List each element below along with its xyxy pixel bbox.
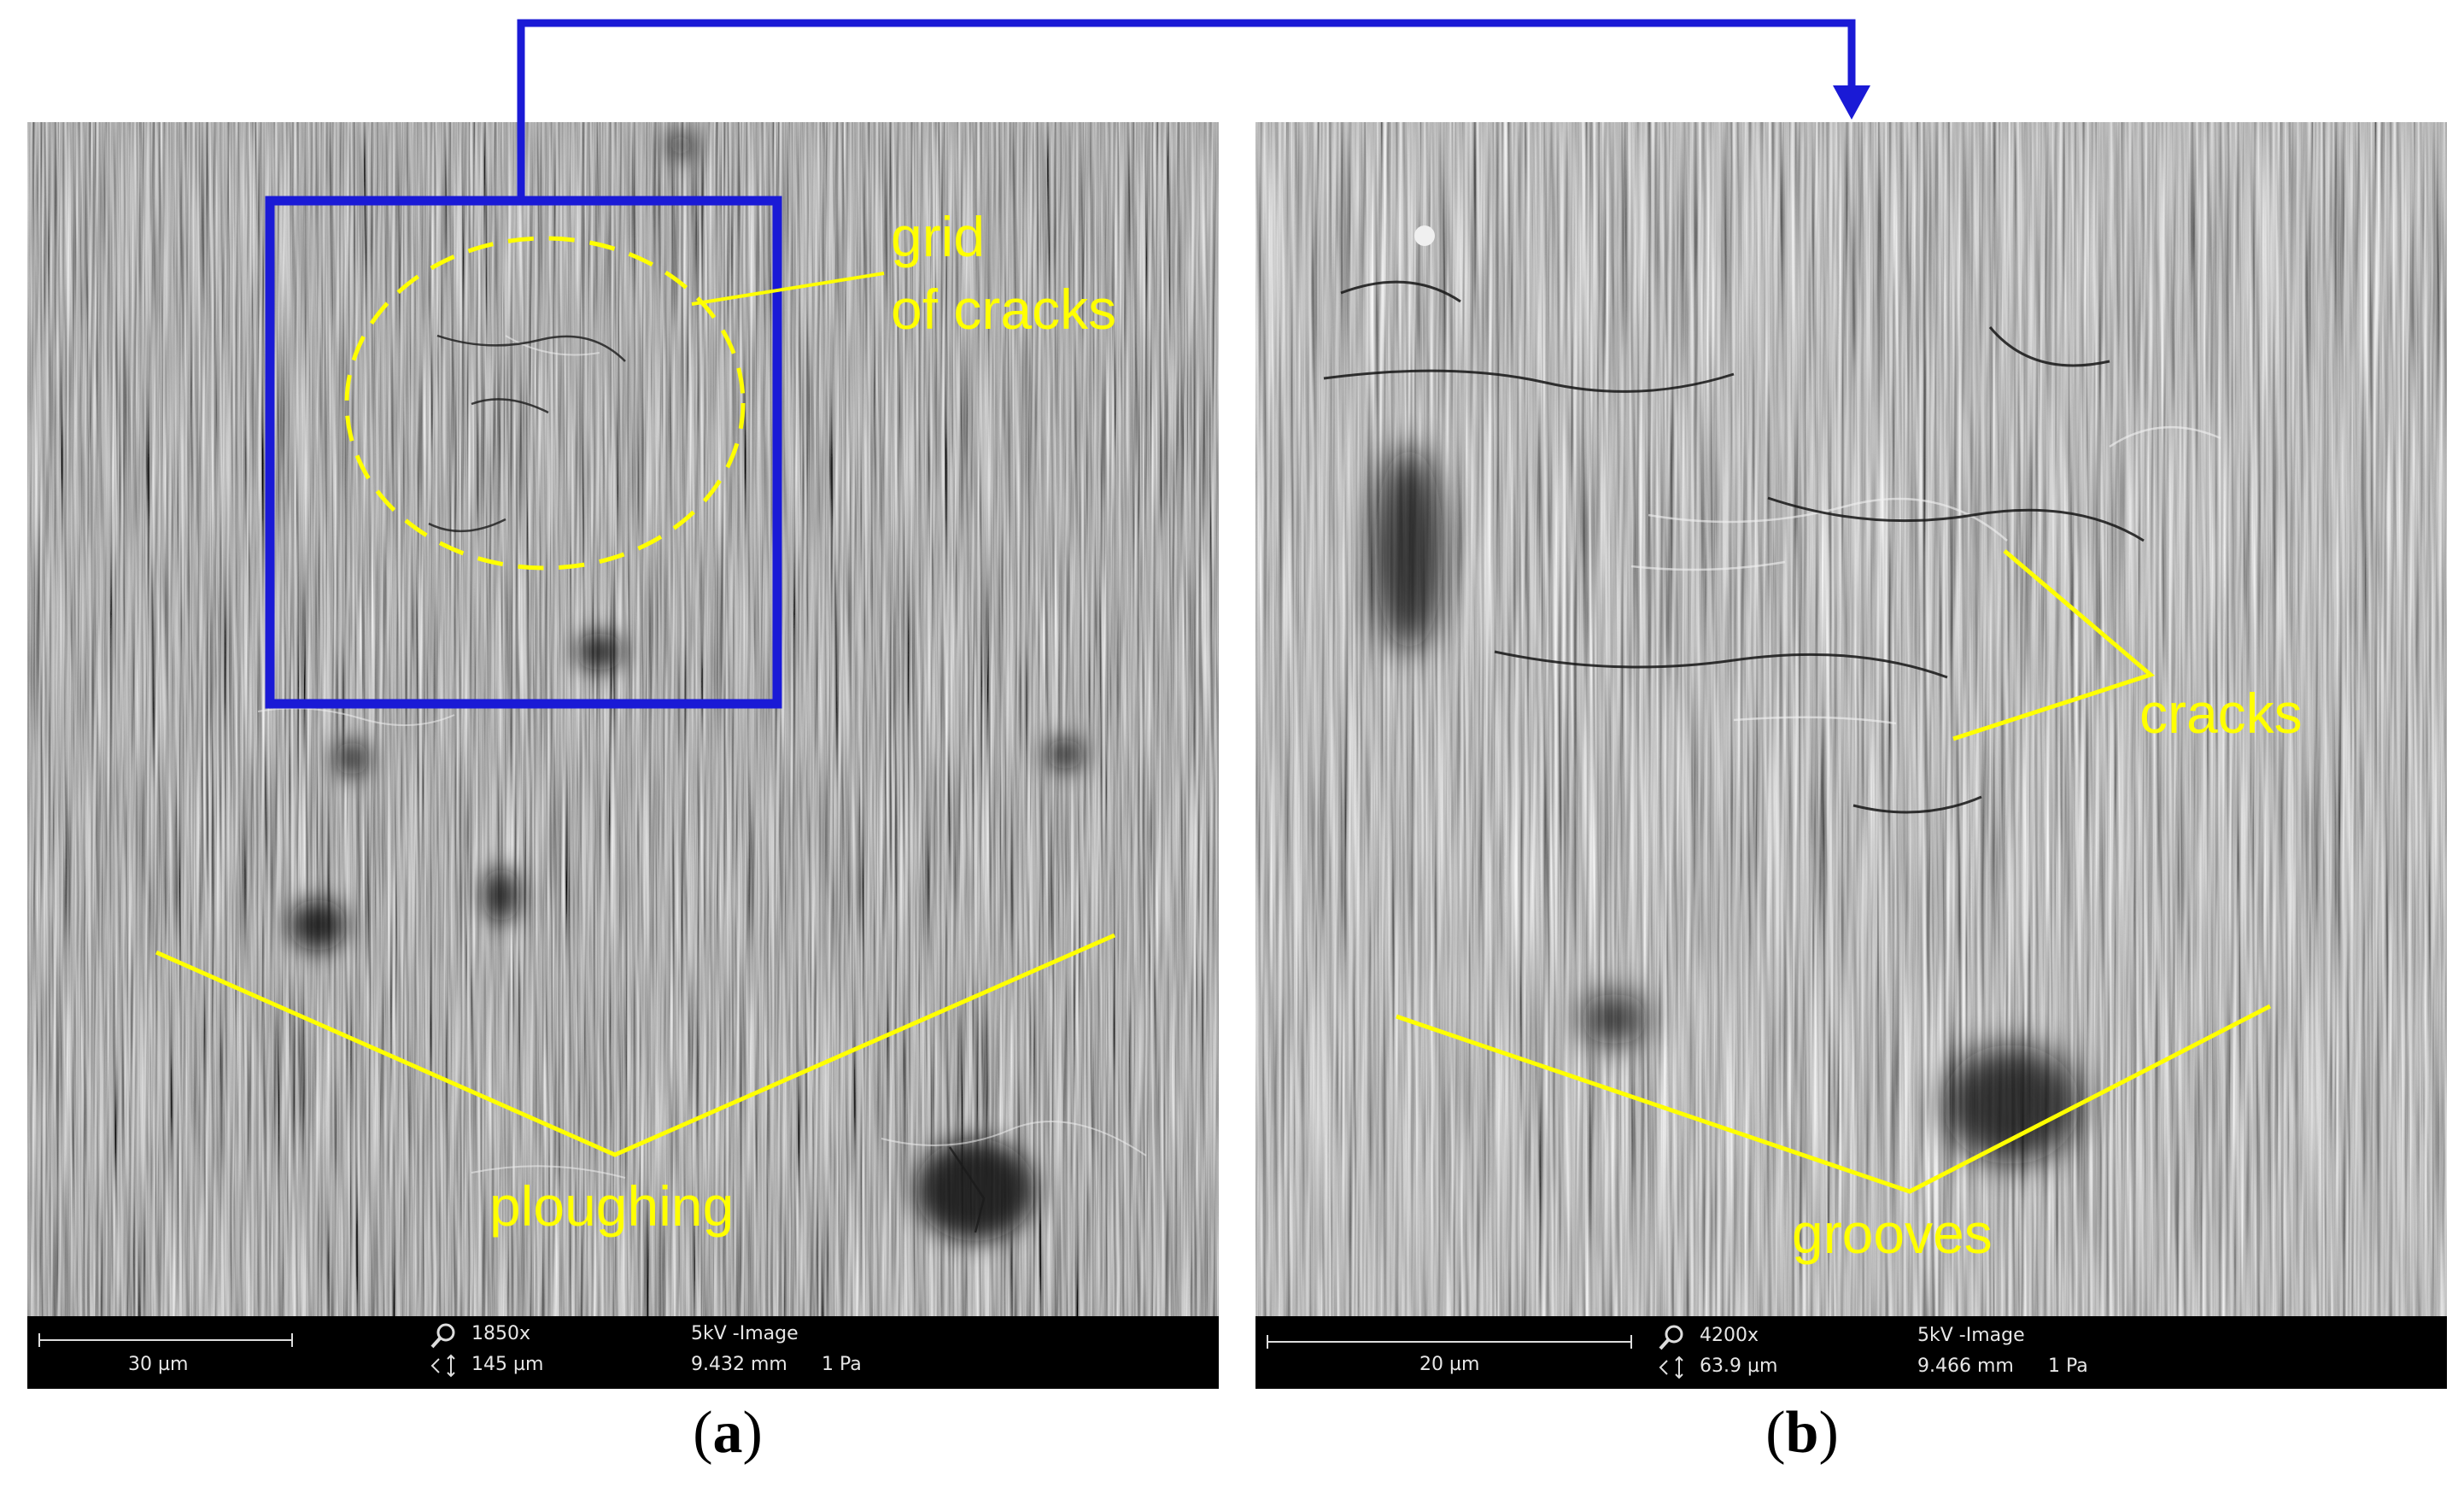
caption-a: (a) (642, 1399, 813, 1467)
caption-b: (b) (1717, 1399, 1888, 1467)
scale-label: 20 µm (1419, 1354, 1480, 1375)
magnifier-icon (430, 1323, 455, 1349)
magnification-value: 4200x (1700, 1325, 1759, 1346)
pressure-value: 1 Pa (822, 1354, 862, 1375)
pressure-value: 1 Pa (2048, 1355, 2088, 1377)
caption-open: ( (1765, 1400, 1786, 1466)
magnification-value: 1850x (471, 1323, 531, 1344)
hfw-value: 63.9 µm (1700, 1355, 1778, 1377)
caption-letter: a (712, 1400, 743, 1466)
mode-value: 5kV -Image (1917, 1325, 2025, 1346)
sem-infobar-a: 30 µm 1850x 145 µm 5kV -Image 9.432 mm 1… (27, 1316, 1219, 1389)
mode-value: 5kV -Image (691, 1323, 799, 1344)
sem-infobar-b: 20 µm 4200x 63.9 µm 5kV -Image 9.466 mm … (1255, 1316, 2447, 1389)
hfw-value: 145 µm (471, 1354, 544, 1375)
arrowhead-icon (1833, 85, 1870, 120)
sem-micrograph-a (27, 122, 1219, 1316)
scale-label: 30 µm (128, 1354, 189, 1375)
sem-micrograph-b (1255, 122, 2447, 1316)
width-arrows-icon (430, 1354, 455, 1378)
caption-letter: b (1785, 1400, 1819, 1466)
caption-open: ( (693, 1400, 713, 1466)
wd-value: 9.466 mm (1917, 1355, 2014, 1377)
magnifier-icon (1659, 1325, 1683, 1350)
caption-close: ) (1818, 1400, 1839, 1466)
wd-value: 9.432 mm (691, 1354, 787, 1375)
sem-panel-b: 20 µm 4200x 63.9 µm 5kV -Image 9.466 mm … (1255, 122, 2447, 1389)
scale-bar (38, 1333, 293, 1347)
caption-close: ) (742, 1400, 763, 1466)
scale-bar (1267, 1335, 1632, 1349)
sem-panel-a: 30 µm 1850x 145 µm 5kV -Image 9.432 mm 1… (27, 122, 1219, 1389)
width-arrows-icon (1659, 1355, 1683, 1379)
